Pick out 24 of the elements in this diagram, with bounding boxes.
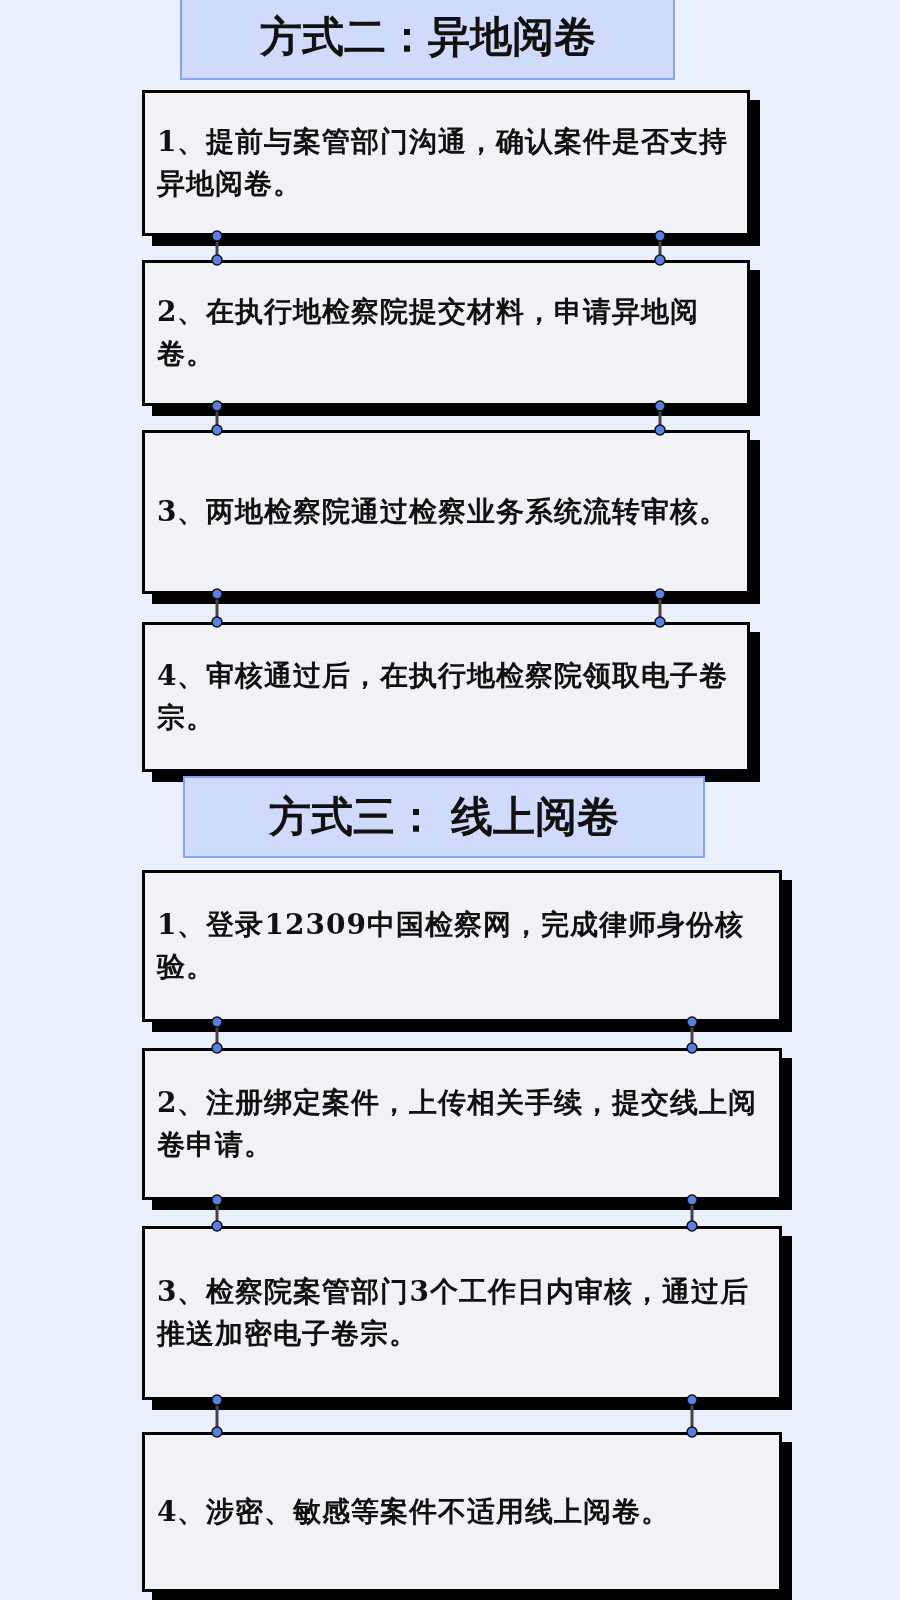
connector-line bbox=[211, 400, 223, 436]
connector-line bbox=[654, 230, 666, 266]
connector-line bbox=[211, 230, 223, 266]
connector-line bbox=[686, 1394, 698, 1438]
step-text: 3、两地检察院通过检察业务系统流转审核。 bbox=[157, 494, 729, 530]
step-text: 1、登录12309中国检察网，完成律师身份核验。 bbox=[157, 907, 745, 985]
connector-line bbox=[686, 1016, 698, 1054]
connector-line bbox=[654, 588, 666, 628]
heading-band bbox=[183, 776, 705, 858]
heading-text: 方式二：异地阅卷 bbox=[259, 11, 596, 63]
connector-line bbox=[654, 400, 666, 436]
step-text: 4、审核通过后，在执行地检察院领取电子卷宗。 bbox=[157, 658, 730, 736]
step-text: 2、注册绑定案件，上传相关手续，提交线上阅卷申请。 bbox=[157, 1085, 759, 1163]
step-text: 4、涉密、敏感等案件不适用线上阅卷。 bbox=[157, 1494, 671, 1530]
connector-line bbox=[211, 1394, 223, 1438]
connector-line bbox=[211, 1016, 223, 1054]
heading-band bbox=[180, 0, 675, 80]
heading-text: 方式三： 线上阅卷 bbox=[268, 791, 620, 843]
connector-line bbox=[211, 1194, 223, 1232]
step-text: 1、提前与案管部门沟通，确认案件是否支持异地阅卷。 bbox=[157, 124, 730, 202]
connector-line bbox=[686, 1194, 698, 1232]
step-text: 2、在执行地检察院提交材料，申请异地阅卷。 bbox=[157, 294, 701, 372]
step-text: 3、检察院案管部门3个工作日内审核，通过后推送加密电子卷宗。 bbox=[157, 1274, 750, 1352]
connector-line bbox=[211, 588, 223, 628]
